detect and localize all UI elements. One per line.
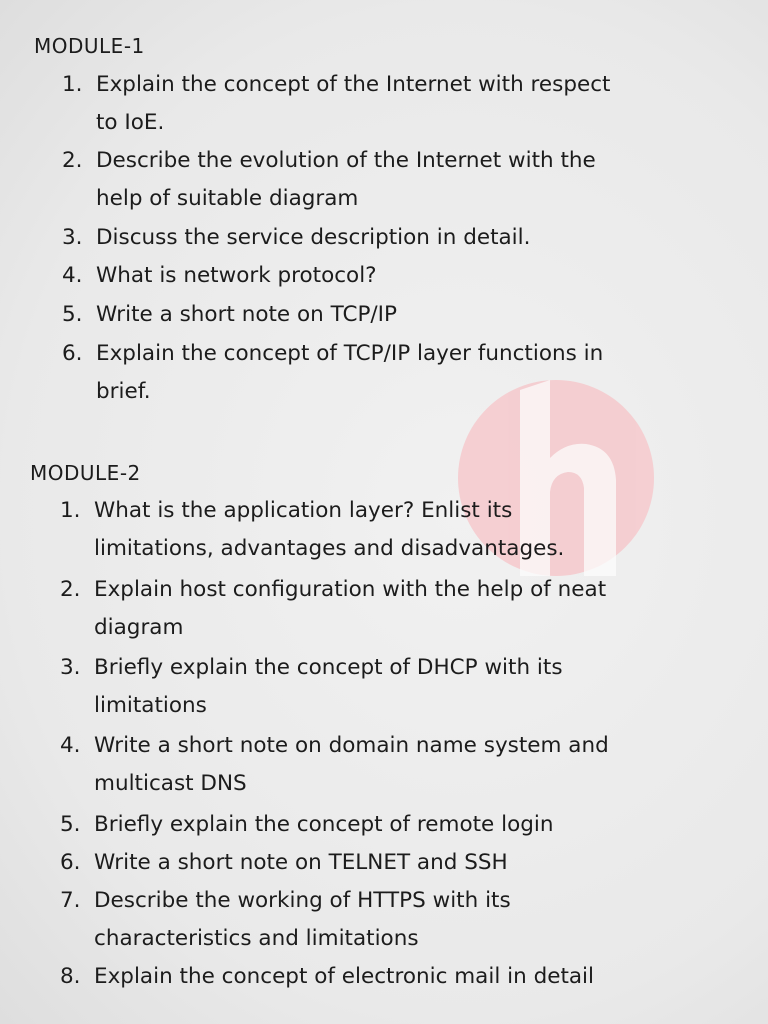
module-1-question-2: 2. Describe the evolution of the Internet… [62, 142, 596, 218]
module-2-question-2: 2. Explain host configuration with the he… [60, 571, 606, 647]
question-number: 4. [60, 733, 81, 758]
module-1-question-3: 3. Discuss the service description in det… [62, 219, 530, 257]
question-number: 1. [60, 498, 81, 523]
h-logo-watermark [458, 380, 654, 576]
question-text-continued: brief. [96, 379, 151, 404]
question-number: 4. [62, 263, 83, 288]
question-text: What is network protocol? [96, 263, 377, 288]
module-2-question-3: 3. Briefly explain the concept of DHCP wi… [60, 649, 563, 725]
module-2-question-7: 7. Describe the working of HTTPS with its… [60, 882, 511, 958]
module-2-question-1: 1. What is the application layer? Enlist … [60, 492, 564, 568]
module-1-question-5: 5. Write a short note on TCP/IP [62, 296, 397, 334]
question-text: What is the application layer? Enlist it… [94, 498, 513, 523]
question-text: Briefly explain the concept of DHCP with… [94, 655, 563, 680]
question-number: 3. [62, 225, 83, 250]
question-text: Describe the working of HTTPS with its [94, 888, 511, 913]
module-2-title: MODULE-2 [30, 461, 141, 485]
question-text: Write a short note on TCP/IP [96, 302, 397, 327]
module-1-question-6: 6. Explain the concept of TCP/IP layer fu… [62, 335, 603, 411]
question-number: 2. [60, 577, 81, 602]
module-1-question-1: 1. Explain the concept of the Internet wi… [62, 66, 610, 142]
module-1-title: MODULE-1 [34, 34, 145, 58]
question-text-continued: help of suitable diagram [96, 186, 359, 211]
module-2-question-8: 8. Explain the concept of electronic mail… [60, 958, 594, 996]
question-number: 5. [60, 812, 81, 837]
module-2-question-5: 5. Briefly explain the concept of remote … [60, 806, 554, 844]
question-text-continued: limitations, advantages and disadvantage… [94, 536, 565, 561]
question-number: 2. [62, 148, 83, 173]
question-text: Discuss the service description in detai… [96, 225, 531, 250]
question-text: Describe the evolution of the Internet w… [96, 148, 596, 173]
question-number: 6. [62, 341, 83, 366]
question-text: Explain the concept of TCP/IP layer func… [96, 341, 604, 366]
question-text-continued: limitations [94, 693, 207, 718]
h-letter-icon [520, 380, 616, 576]
question-text-continued: multicast DNS [94, 771, 247, 796]
question-text: Write a short note on TELNET and SSH [94, 850, 508, 875]
question-number: 1. [62, 72, 83, 97]
module-1-question-4: 4. What is network protocol? [62, 257, 377, 295]
question-text-continued: diagram [94, 615, 184, 640]
question-number: 6. [60, 850, 81, 875]
question-text: Briefly explain the concept of remote lo… [94, 812, 554, 837]
question-number: 3. [60, 655, 81, 680]
module-2-question-6: 6. Write a short note on TELNET and SSH [60, 844, 508, 882]
question-text-continued: characteristics and limitations [94, 926, 419, 951]
module-2-question-4: 4. Write a short note on domain name syst… [60, 727, 609, 803]
question-text: Write a short note on domain name system… [94, 733, 609, 758]
question-number: 8. [60, 964, 81, 989]
question-text: Explain the concept of the Internet with… [96, 72, 611, 97]
question-number: 7. [60, 888, 81, 913]
question-text: Explain host configuration with the help… [94, 577, 607, 602]
question-text-continued: to IoE. [96, 110, 165, 135]
question-text: Explain the concept of electronic mail i… [94, 964, 594, 989]
question-number: 5. [62, 302, 83, 327]
